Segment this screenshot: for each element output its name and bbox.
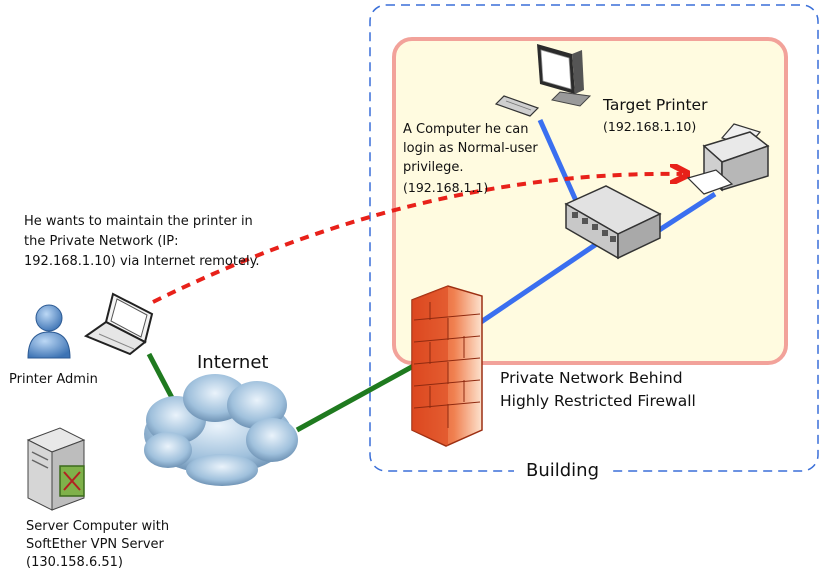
link-switch-printer [648, 191, 717, 239]
link-firewall-switch [479, 240, 600, 325]
server-label-line-1: Server Computer with [26, 519, 170, 534]
building-label: Building [514, 460, 612, 482]
admin-note-line-2: the Private Network (IP: [24, 234, 179, 249]
private-network-label-line-1: Private Network Behind [500, 369, 683, 387]
server-label-line-3: (130.158.6.51) [26, 555, 123, 570]
server-icon [26, 427, 86, 511]
laptop-icon [83, 292, 154, 356]
server-label-line-2: SoftEther VPN Server [26, 537, 164, 552]
admin-note-line-1: He wants to maintain the printer in [24, 214, 253, 229]
computer-ip-label: (192.168.1.1) [403, 180, 489, 195]
computer-label-line-3: privilege. [403, 160, 464, 175]
internet-label: Internet [197, 352, 269, 373]
target-printer-label: Target Printer [603, 96, 708, 114]
network-switch-icon [564, 185, 662, 260]
cloud-icon [144, 374, 298, 486]
desktop-computer-icon [494, 44, 592, 117]
admin-note-line-3: 192.168.1.10) via Internet remotely. [24, 254, 260, 269]
computer-label-line-1: A Computer he can [403, 122, 529, 137]
remote-access-arrow [152, 174, 682, 304]
printer-admin-label: Printer Admin [9, 372, 98, 387]
link-computer-switch [537, 118, 580, 205]
person-icon [27, 304, 71, 359]
computer-label-line-2: login as Normal-user [403, 141, 538, 156]
target-printer-ip-label: (192.168.1.10) [603, 119, 697, 134]
firewall-icon [411, 285, 483, 447]
printer-icon [686, 123, 770, 195]
private-network-label-line-2: Highly Restricted Firewall [500, 392, 696, 410]
